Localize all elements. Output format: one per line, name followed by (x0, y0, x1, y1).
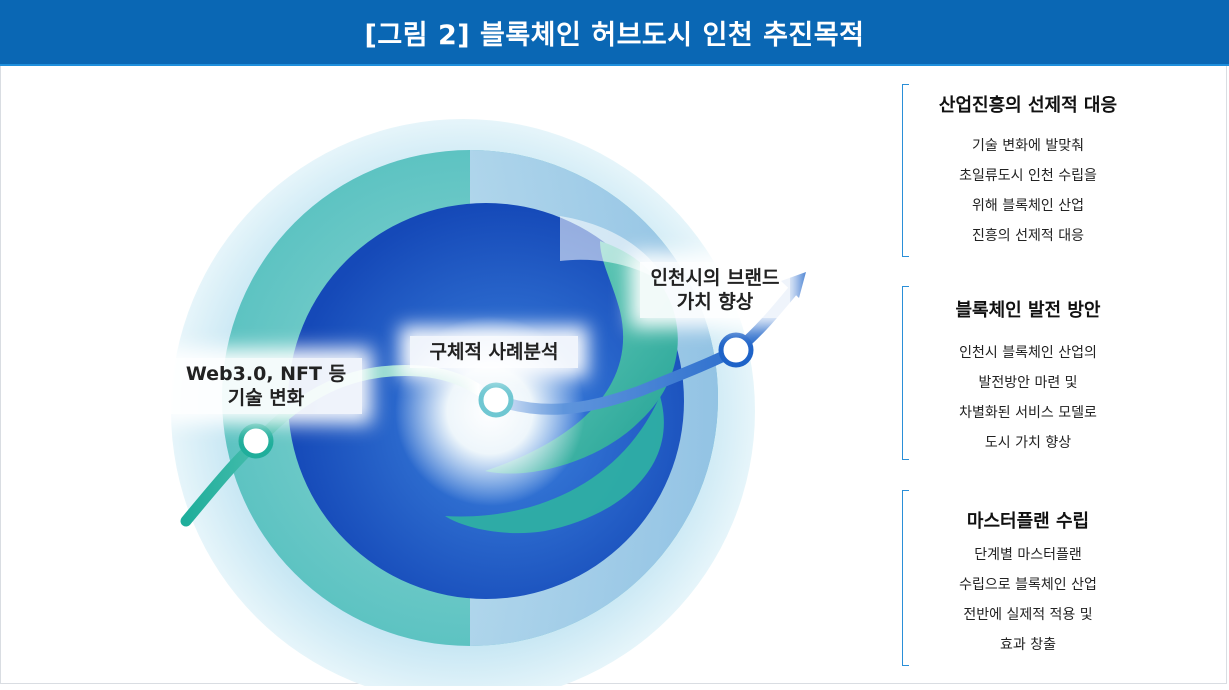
panel-line: 위해 블록체인 산업 (972, 198, 1084, 214)
panel-line: 진흥의 선제적 대응 (972, 228, 1084, 244)
panel-line: 단계별 마스터플랜 (974, 547, 1082, 563)
milestone-label-2-line-1: 구체적 사례분석 (429, 341, 559, 363)
path-arrowhead (781, 272, 806, 298)
figure-title-bar: [그림 2] 블록체인 허브도시 인천 추진목적 (0, 0, 1229, 66)
milestone-label-2: 구체적 사례분석 (410, 336, 578, 368)
purpose-panel-masterplan: 마스터플랜 수립 단계별 마스터플랜 수립으로 블록체인 산업 전반에 실제적 … (901, 490, 1143, 666)
milestone-label-1: Web3.0, NFT 등 기술 변화 (170, 358, 362, 414)
panel-line: 기술 변화에 발맞춰 (972, 138, 1084, 154)
swirl-graphic (171, 119, 806, 690)
milestone-label-3: 인천시의 브랜드 가치 향상 (640, 262, 790, 318)
milestone-label-1-line-2: 기술 변화 (227, 387, 305, 409)
milestone-node-1 (238, 423, 274, 459)
panel-body: 기술 변화에 발맞춰 초일류도시 인천 수립을 위해 블록체인 산업 진흥의 선… (913, 131, 1143, 251)
milestone-node-2 (478, 382, 514, 418)
swirl-diagram: Web3.0, NFT 등 기술 변화 구체적 사례분석 인천시의 브랜드 가치… (0, 66, 880, 690)
milestone-label-3-line-2: 가치 향상 (676, 291, 754, 313)
panel-line: 초일류도시 인천 수립을 (959, 168, 1097, 184)
panel-line: 차별화된 서비스 모델로 (959, 405, 1097, 421)
milestone-label-3-line-1: 인천시의 브랜드 (650, 267, 780, 289)
panel-heading: 블록체인 발전 방안 (955, 300, 1101, 321)
milestone-node-3 (718, 332, 754, 368)
teal-swirl-upper (485, 241, 678, 474)
purpose-panel-industry: 산업진흥의 선제적 대응 기술 변화에 발맞춰 초일류도시 인천 수립을 위해 … (901, 84, 1143, 257)
panel-line: 전반에 실제적 적용 및 (963, 607, 1093, 623)
teal-swirl-lower (445, 396, 664, 534)
panel-heading: 산업진흥의 선제적 대응 (938, 95, 1118, 116)
milestone-label-1-line-1: Web3.0, NFT 등 (185, 363, 347, 385)
purpose-panel-development: 블록체인 발전 방안 인천시 블록체인 산업의 발전방안 마련 및 차별화된 서… (901, 286, 1143, 460)
panel-heading: 마스터플랜 수립 (966, 511, 1090, 532)
panel-body: 인천시 블록체인 산업의 발전방안 마련 및 차별화된 서비스 모델로 도시 가… (913, 338, 1143, 458)
panel-body: 단계별 마스터플랜 수립으로 블록체인 산업 전반에 실제적 적용 및 효과 창… (913, 540, 1143, 660)
panel-line: 발전방안 마련 및 (978, 375, 1078, 391)
panel-line: 도시 가치 향상 (984, 435, 1072, 451)
figure-title: [그림 2] 블록체인 허브도시 인천 추진목적 (364, 19, 865, 51)
panel-line: 효과 창출 (1000, 637, 1056, 653)
panel-line: 수립으로 블록체인 산업 (959, 577, 1097, 593)
panel-line: 인천시 블록체인 산업의 (959, 345, 1097, 361)
